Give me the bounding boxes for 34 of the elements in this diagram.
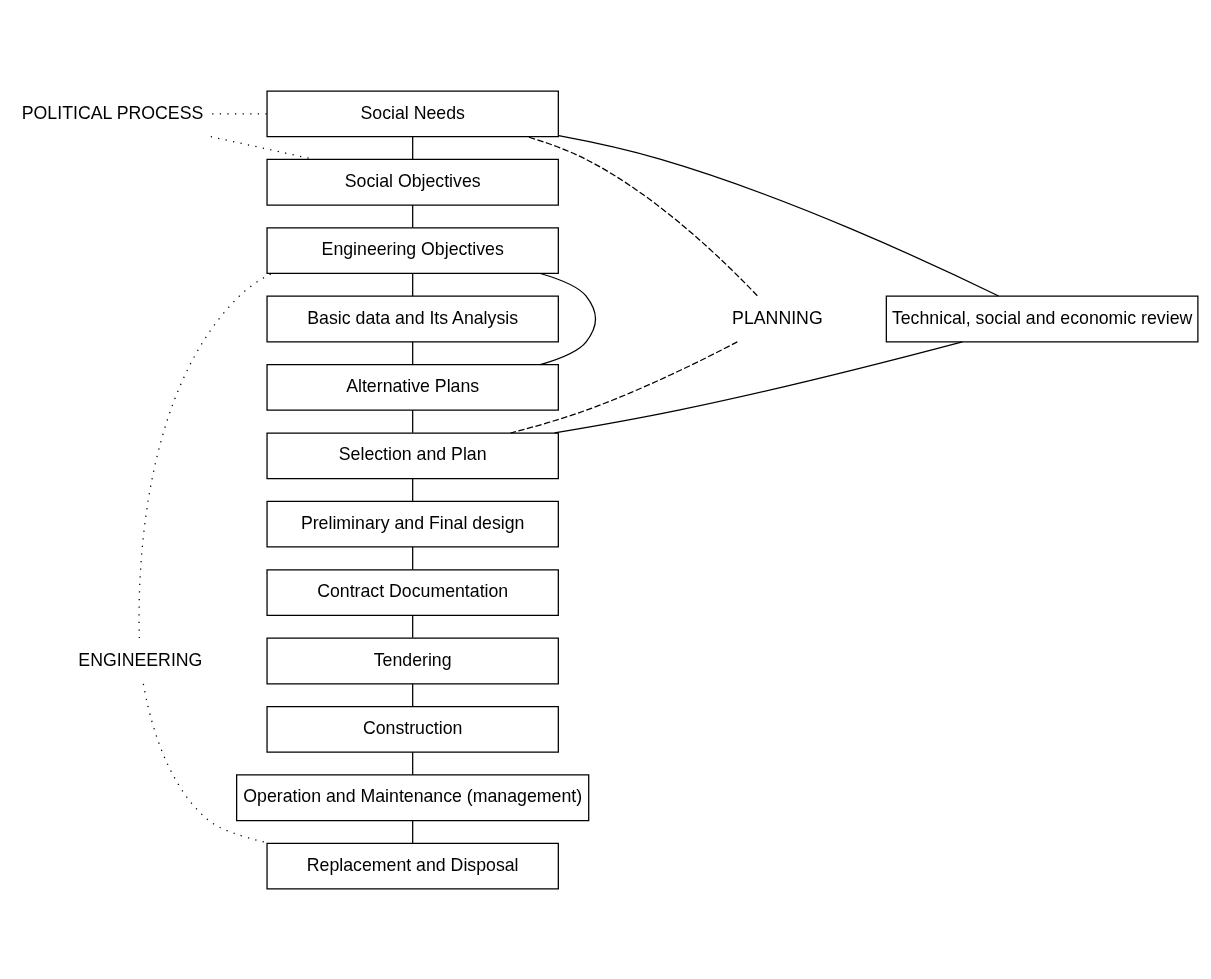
connector: [412, 614, 414, 638]
connector: [412, 203, 414, 228]
connector: [412, 272, 414, 297]
node-box: Social Needs: [266, 89, 559, 137]
connector: [412, 409, 414, 433]
connector: [509, 340, 738, 434]
node-box: Contract Documentation: [266, 568, 559, 616]
connector: [558, 134, 1000, 297]
node-box: Alternative Plans: [266, 363, 559, 411]
node-box: Basic data and Its Analysis: [266, 295, 559, 342]
node-box: Social Objectives: [266, 158, 559, 206]
connector: [526, 135, 758, 296]
connector: [211, 112, 268, 114]
node-box: Tendering: [266, 637, 559, 684]
node-box: Engineering Objectives: [266, 226, 559, 274]
node-box: Construction: [266, 705, 559, 753]
node-box: Preliminary and Final design: [266, 500, 559, 548]
node-box: Selection and Plan: [266, 431, 559, 479]
connector: [553, 340, 964, 434]
node-box: Operation and Maintenance (management): [236, 773, 590, 821]
node-text: ENGINEERING: [78, 649, 203, 670]
connector: [412, 477, 414, 502]
node-box: Technical, social and economic review: [885, 295, 1199, 342]
connector: [412, 682, 414, 707]
connector: [539, 272, 597, 365]
connector: [412, 819, 414, 844]
connector: [412, 135, 414, 160]
node-text: POLITICAL PROCESS: [21, 102, 204, 123]
connector: [412, 751, 414, 775]
node-text: PLANNING: [732, 307, 823, 328]
node-box: Replacement and Disposal: [266, 842, 559, 890]
connector: [412, 545, 414, 570]
connector: [412, 340, 414, 365]
connector: [138, 272, 273, 639]
